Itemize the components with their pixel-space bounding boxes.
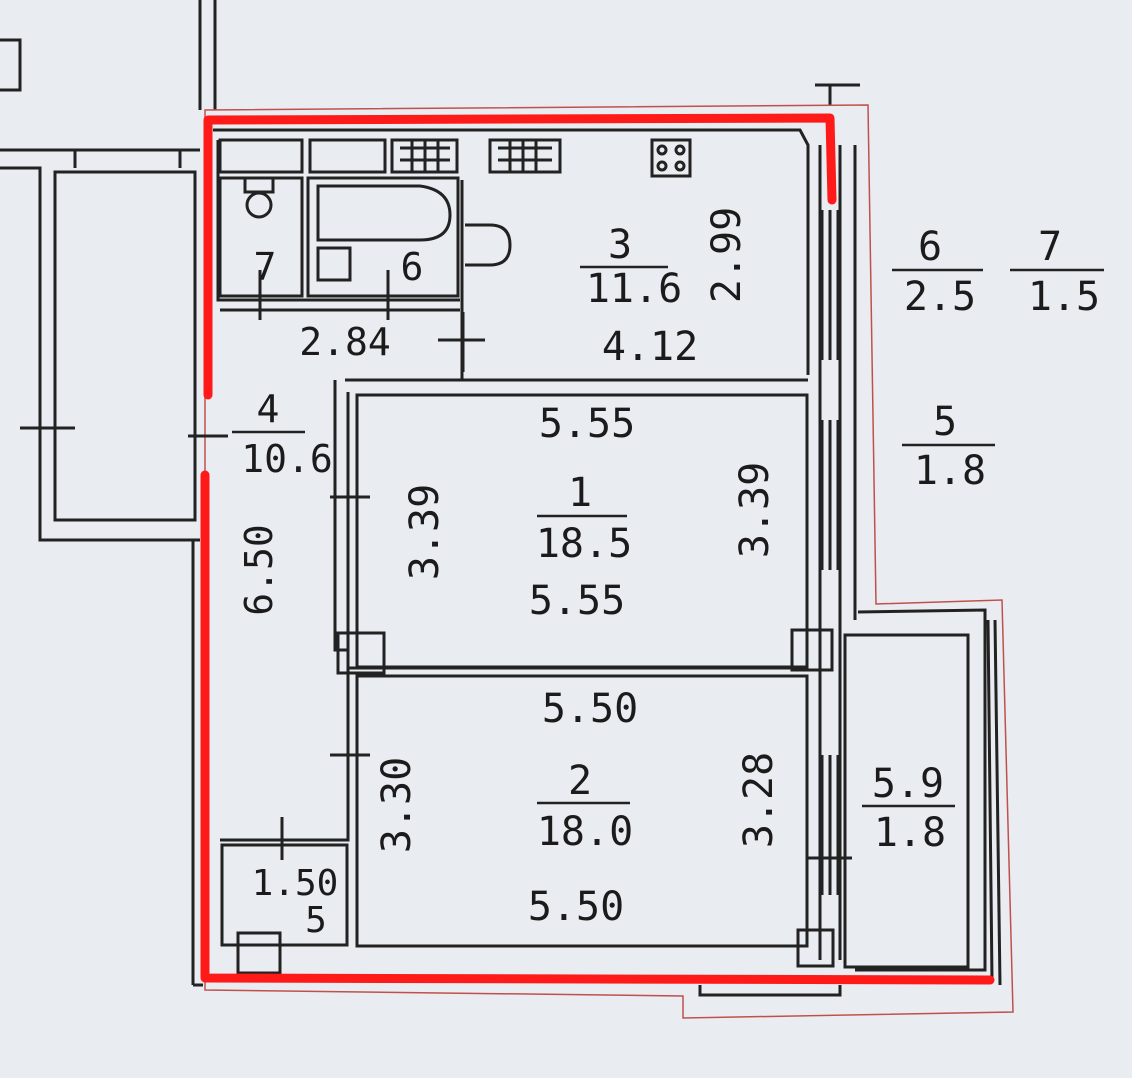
legend-5-value: 1.8: [914, 448, 986, 494]
room-1-number: 1: [568, 470, 592, 516]
room-1-dim-left: 3.39: [402, 484, 448, 580]
room-3-dim-width: 4.12: [602, 324, 698, 370]
loggia-top-value: 5.9: [872, 761, 944, 807]
legend-5-number: 5: [933, 399, 957, 445]
room-7-number: 7: [254, 245, 277, 289]
room-1-dim-bottom: 5.55: [529, 578, 625, 624]
room-2-number: 2: [568, 758, 592, 804]
legend-6-value: 2.5: [904, 274, 976, 320]
room-2-dim-bottom: 5.50: [528, 884, 624, 930]
room-3-number: 3: [608, 222, 632, 268]
neighbour-walls: [0, 0, 860, 985]
room-1-dim-right: 3.39: [732, 462, 778, 558]
legend-7-value: 1.5: [1028, 274, 1100, 320]
loggia-bottom-value: 1.8: [874, 810, 946, 856]
room-5-number: 5: [305, 900, 327, 941]
highlight-outline: [200, 113, 995, 985]
room-3-area: 11.6: [586, 266, 682, 312]
walls: [188, 128, 1002, 997]
room-4-area: 10.6: [241, 437, 333, 481]
room-2-dim-left: 3.30: [374, 757, 420, 853]
room-2-area: 18.0: [537, 809, 633, 855]
room-1-area: 18.5: [536, 521, 632, 567]
room-2-dim-right: 3.28: [736, 752, 782, 848]
room-1-dim-top: 5.55: [539, 401, 635, 447]
room-4-dim-length: 6.50: [237, 524, 281, 616]
room-2-dim-top: 5.50: [542, 686, 638, 732]
legend-6-number: 6: [918, 224, 942, 270]
room-4-number: 4: [257, 387, 280, 431]
legend-7-number: 7: [1038, 224, 1062, 270]
room-4-dim-width: 2.84: [299, 320, 391, 364]
apartment-outline: [204, 104, 1014, 1019]
room-5-dim: 1.50: [252, 863, 339, 904]
room-3-dim-depth: 2.99: [704, 207, 750, 303]
room-6-number: 6: [401, 245, 424, 289]
